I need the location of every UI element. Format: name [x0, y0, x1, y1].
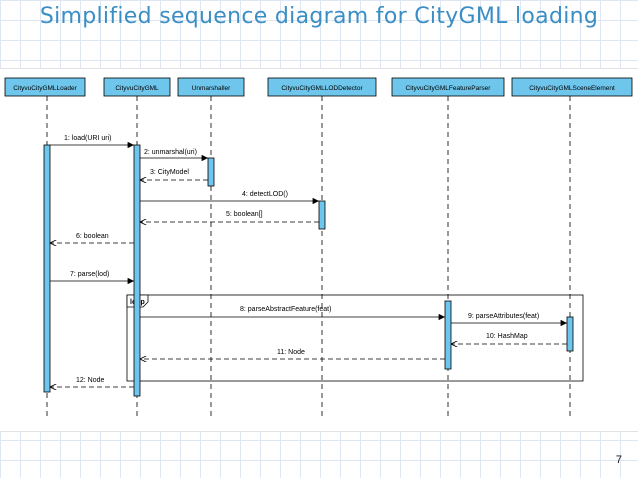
lifeline-label: CityvuCityGML	[115, 85, 159, 92]
activation-lod-detector	[318, 200, 326, 230]
diagram-panel	[0, 68, 638, 432]
message-label-3: 3: CityModel	[150, 169, 189, 176]
page-number: 7	[615, 454, 622, 466]
lifeline-label: CityvuCityGMLFeatureParser	[406, 85, 492, 92]
lifeline-header-loader: CityvuCityGMLLoader	[4, 77, 86, 97]
message-label-1: 1: load(URI uri)	[64, 135, 111, 142]
activation-feature-parser	[444, 300, 452, 370]
slide-title: Simplified sequence diagram for CityGML …	[39, 4, 599, 29]
message-label-8: 8: parseAbstractFeature(feat)	[240, 306, 331, 313]
message-label-10: 10: HashMap	[486, 333, 528, 340]
message-label-11: 11: Node	[277, 349, 305, 356]
message-label-2: 2: unmarshal(uri)	[144, 149, 197, 156]
message-label-7: 7: parse(lod)	[70, 271, 109, 278]
message-label-9: 9: parseAttributes(feat)	[468, 313, 539, 320]
activation-citygml	[133, 144, 141, 397]
lifeline-label: CityvuCityGMLLoader	[13, 85, 77, 92]
activation-loader	[43, 144, 51, 393]
lifeline-header-citygml: CityvuCityGML	[103, 77, 171, 97]
lifeline-label: CityvuCityGMLLODDetector	[281, 85, 363, 92]
message-label-12: 12: Node	[76, 377, 105, 384]
lifeline-header-feature-parser: CityvuCityGMLFeatureParser	[391, 77, 505, 97]
lifeline-header-lod-detector: CityvuCityGMLLODDetector	[267, 77, 377, 97]
message-label-5: 5: boolean[]	[226, 211, 263, 218]
activation-scene-element	[566, 316, 574, 352]
lifeline-label: CityvuCityGMLSceneElement	[529, 85, 615, 92]
message-label-6: 6: boolean	[76, 233, 109, 240]
lifeline-header-scene-element: CityvuCityGMLSceneElement	[511, 77, 633, 97]
lifeline-label: Unmarshaller	[192, 85, 231, 92]
message-label-4: 4: detectLOD()	[242, 191, 288, 198]
activation-unmarshaller	[207, 157, 215, 187]
lifeline-header-unmarshaller: Unmarshaller	[177, 77, 245, 97]
